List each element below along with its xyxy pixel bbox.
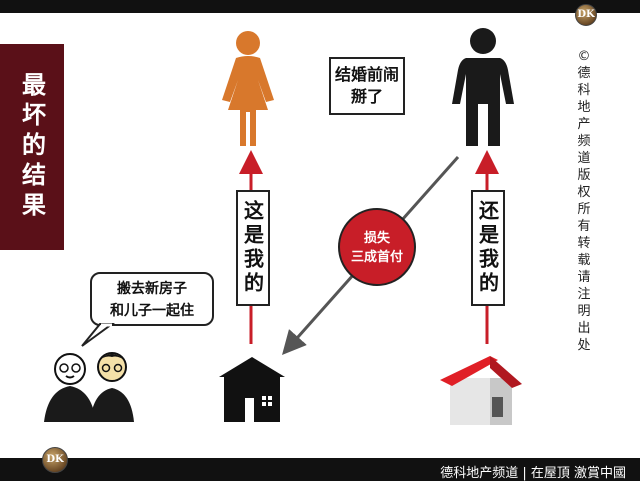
breakup-label: 结婚前闹掰了 <box>329 57 405 115</box>
female-icon <box>222 31 274 146</box>
footer-text: 德科地产频道 | 在屋頂 激賞中國 <box>440 466 626 481</box>
bubble-line1: 搬去新房子 <box>117 281 187 297</box>
loss-line1: 损失 <box>363 231 390 246</box>
copyright-vertical: ©德科地产频道版权所有转载请注明出处 <box>577 49 591 353</box>
bottom-bar <box>0 458 640 481</box>
loss-badge: 损失 三成首付 <box>338 208 416 286</box>
top-bar <box>0 0 640 13</box>
left-ownership-label: 这是我的 <box>236 190 270 306</box>
logo-top-right: DK <box>575 4 597 26</box>
black-house-icon <box>219 357 285 422</box>
right-ownership-label: 还是我的 <box>471 190 505 306</box>
bubble-line2: 和儿子一起住 <box>110 303 194 319</box>
title-banner: 最坏的结果 <box>0 44 64 250</box>
male-icon <box>452 28 514 146</box>
speech-bubble: 搬去新房子 和儿子一起住 <box>90 272 214 326</box>
red-roof-house-icon <box>440 356 522 425</box>
logo-bottom-left: DK <box>42 447 68 473</box>
loss-line2: 三成首付 <box>350 250 403 265</box>
elderly-couple-icon <box>44 352 134 422</box>
